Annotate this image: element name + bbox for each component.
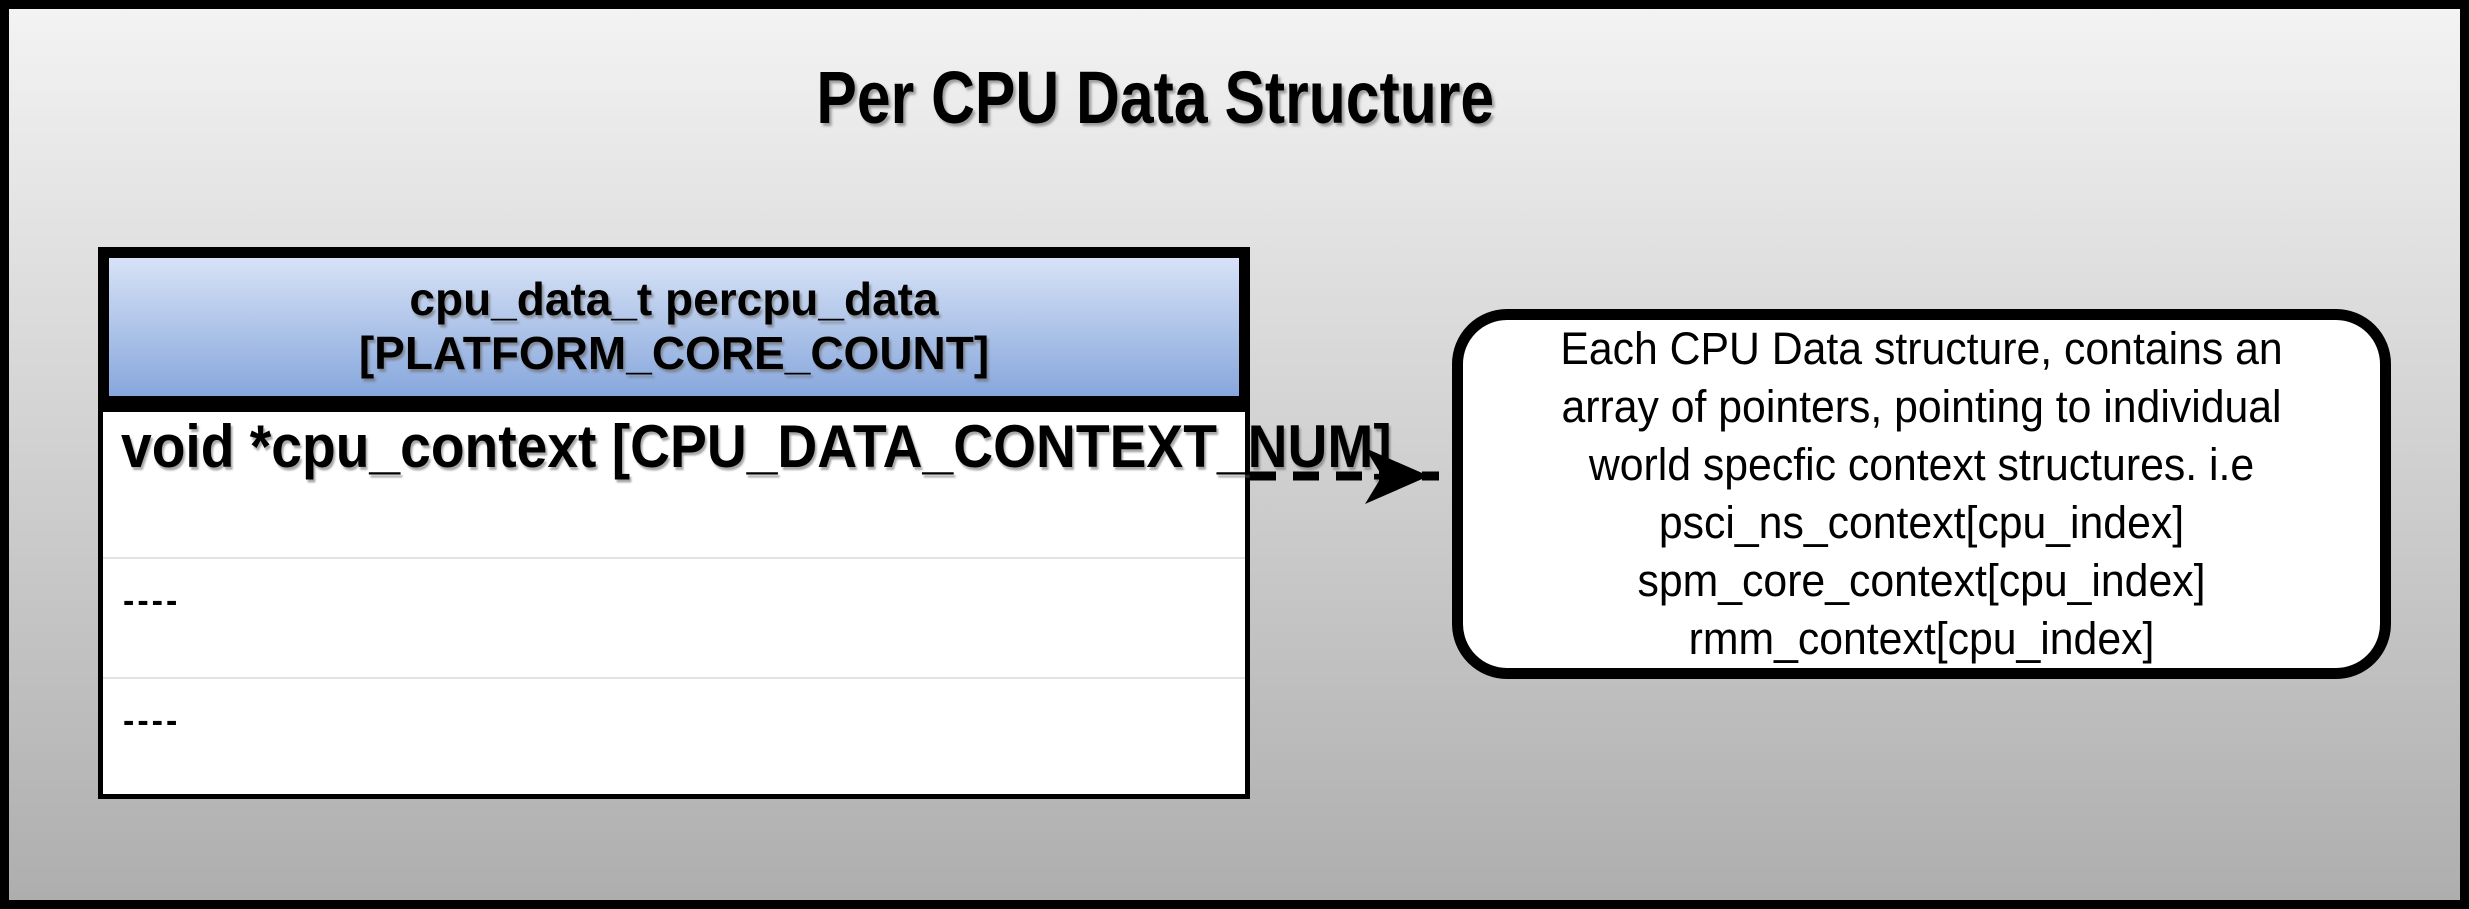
dashed-arrow-icon (1250, 448, 1439, 504)
page-title-text: Per CPU Data Structure (816, 56, 1494, 139)
callout-line: world specfic context structures. i.e (1588, 439, 2255, 490)
callout-line: rmm_context[cpu_index] (1688, 613, 2155, 664)
table-row: ---- (123, 702, 181, 740)
cpu-data-table-header: cpu_data_t percpu_data [PLATFORM_CORE_CO… (98, 247, 1250, 407)
table-header-line-1: cpu_data_t percpu_data (409, 273, 939, 325)
row-divider (103, 557, 1245, 559)
callout-line: psci_ns_context[cpu_index] (1658, 497, 2185, 548)
table-row: void *cpu_context [CPU_DATA_CONTEXT_NUM] (103, 412, 1392, 557)
table-header-line-2: [PLATFORM_CORE_COUNT] (358, 327, 990, 379)
callout-line: spm_core_context[cpu_index] (1637, 555, 2206, 606)
cpu-data-table-body: void *cpu_context [CPU_DATA_CONTEXT_NUM]… (98, 407, 1392, 799)
callout-text: Each CPU Data structure, contains an arr… (1486, 320, 2357, 668)
row-divider (103, 677, 1245, 679)
callout-line: Each CPU Data structure, contains an (1560, 323, 2283, 374)
table-row: ---- (123, 582, 181, 620)
cpu-context-cell: void *cpu_context [CPU_DATA_CONTEXT_NUM] (121, 413, 1392, 480)
page-title: Per CPU Data Structure (9, 53, 2301, 143)
callout-line: array of pointers, pointing to individua… (1561, 381, 2282, 432)
cpu-data-callout: Each CPU Data structure, contains an arr… (1452, 309, 2391, 679)
